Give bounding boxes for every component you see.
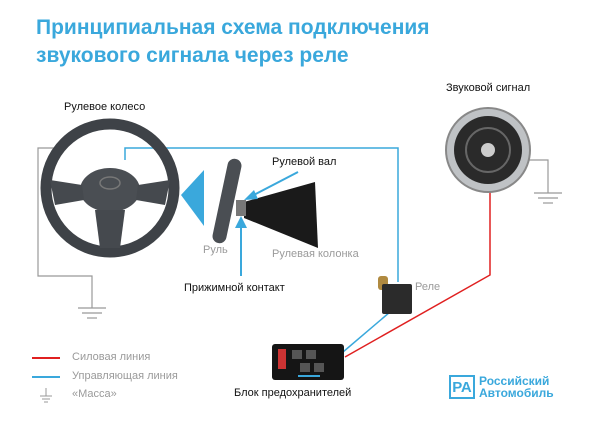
contact-pointer-head — [235, 216, 247, 228]
control-wire-fuse — [342, 311, 391, 353]
ground-symbol-horn — [534, 192, 562, 204]
shaft-pointer — [247, 171, 299, 199]
logo-mark: РА — [449, 375, 475, 399]
label-horn: Звуковой сигнал — [446, 82, 531, 94]
title-line-2: звукового сигнала через реле — [36, 44, 349, 67]
control-wire — [124, 147, 399, 282]
power-wire — [344, 190, 491, 358]
label-wheel: Руль — [203, 244, 228, 256]
label-steering-shaft: Рулевой вал — [272, 156, 337, 168]
arrow-icon — [181, 170, 204, 226]
steering-wheel-image — [40, 118, 180, 258]
label-relay: Реле — [415, 281, 441, 293]
logo-line-2: Автомобиль — [479, 386, 554, 400]
logo-line-1: Российский — [479, 374, 550, 388]
label-fuse-block: Блок предохранителей — [234, 387, 352, 399]
diagram-title: Принципиальная схема подключения звуково… — [36, 14, 430, 70]
steering-column-image — [212, 158, 318, 248]
logo: РА Российский Автомобиль — [449, 375, 554, 399]
logo-text: Российский Автомобиль — [479, 375, 554, 399]
horn-image — [445, 107, 531, 193]
ground-wire-wheel — [37, 147, 93, 308]
title-line-1: Принципиальная схема подключения — [36, 16, 430, 39]
relay-image — [378, 276, 412, 314]
legend-ground-label: «Масса» — [72, 388, 117, 400]
legend-control-label: Управляющая линия — [72, 370, 178, 382]
label-steering-wheel: Рулевое колесо — [64, 101, 146, 113]
fuse-block-image — [272, 344, 344, 380]
ground-symbol-wheel — [78, 307, 106, 319]
legend-power-label: Силовая линия — [72, 351, 151, 363]
label-contact: Прижимной контакт — [184, 282, 285, 294]
shaft-pointer-head — [244, 190, 258, 200]
legend-ground-icon — [40, 388, 52, 403]
label-steering-column: Рулевая колонка — [272, 248, 359, 260]
